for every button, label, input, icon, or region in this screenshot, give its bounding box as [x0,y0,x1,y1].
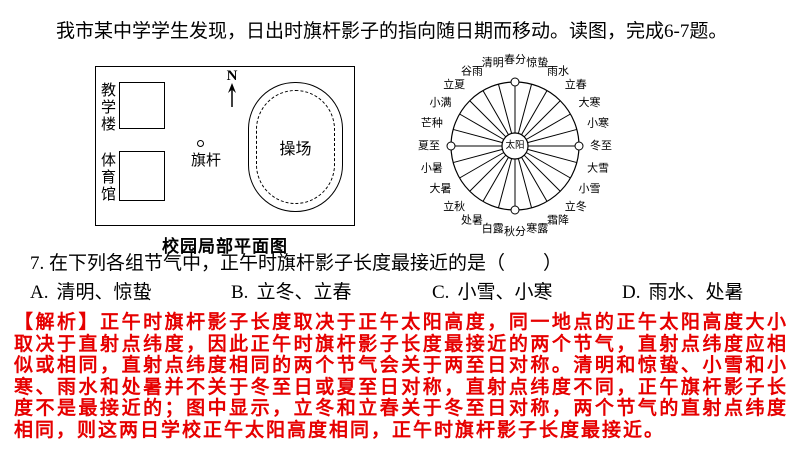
option-a-text: 清明、惊蛰 [56,282,152,303]
option-b-label: B. [231,282,249,303]
option-a-label: A. [30,282,49,303]
term-ray [459,113,504,140]
question-number: 7. [30,253,45,274]
term-label: 立秋 [443,199,465,213]
solar-wheel-svg: 春分惊蛰雨水立春大寒小寒冬至大雪小雪立冬霜降寒露秋分白露处暑立秋 大暑 小暑 夏至 芒种… [418,53,612,238]
term-label: 冬至 [590,138,612,152]
term-ray [527,148,577,164]
term-ray [469,100,507,138]
option-b-text: 立冬、立春 [256,282,352,303]
playground-label: 操场 [279,141,312,158]
sun-label: 太阳 [505,139,524,151]
term-label: 小寒 [587,116,609,130]
term-label: 清明 [482,56,504,69]
cardinal-marker [574,141,584,151]
option-b: B. 立冬、立春 [231,277,351,304]
option-d-text: 雨水、处暑 [648,282,744,303]
term-ray [517,84,533,134]
term-ray [527,128,577,144]
question-text: 在下列各组节气中，正午时旗杆影子长度最接近的是（ ） [49,253,563,274]
gym-label: 体育馆 [99,152,115,203]
term-label: 寒露 [526,221,548,235]
sun-circle [501,132,529,160]
term-ray [521,90,548,135]
term-label: 夏至 [418,139,440,152]
cardinal-marker [510,77,520,87]
term-ray [482,90,509,135]
term-ray [523,100,561,138]
term-ray [459,152,504,179]
teaching-building-label: 教学楼 [99,82,115,133]
north-indicator: N [223,69,241,112]
term-label: 谷雨 [461,65,483,78]
teaching-building-rect [119,82,165,129]
term-ray [453,128,503,144]
flagpole-label: 旗杆 [191,153,222,169]
plan-caption: 校园局部平面图 [162,237,288,256]
term-ray [526,152,571,179]
north-arrow-icon [228,83,236,107]
term-label: 立夏 [443,77,465,91]
analysis-tag: 【解析】 [14,312,101,333]
term-label: 白露 [482,221,504,235]
term-label: 芒种 [421,116,443,130]
campus-plan-diagram: 教学楼 体育馆 N 旗杆 操场 校园局部平面图 [95,66,357,257]
term-label: 霜降 [547,212,569,226]
playground-track [256,90,335,204]
term-label: 小雪 [578,182,600,195]
option-c: C. 小雪、小寒 [432,277,552,304]
cardinal-marker [446,141,456,151]
north-label: N [226,68,238,84]
term-label: 雨水 [547,65,569,78]
option-c-label: C. [432,282,450,303]
term-ray [517,158,533,208]
intro-text: 我市某中学学生发现，日出时旗杆影子的指向随日期而移动。读图，完成6-7题。 [56,21,728,42]
gym-rect [119,151,165,201]
term-label: 春分 [504,53,526,66]
term-ray [453,148,503,164]
playground-outline: 操场 [248,82,343,212]
term-label: 立春 [565,77,587,91]
flagpole-marker [197,140,204,147]
options-row: A. 清明、惊蛰 B. 立冬、立春 C. 小雪、小寒 D. 雨水、处暑 [0,277,800,304]
option-d-label: D. [622,282,641,303]
term-ray [523,154,561,192]
term-ray [521,157,548,202]
option-c-text: 小雪、小寒 [457,282,553,303]
term-label: 处暑 [461,213,483,226]
plan-border: 教学楼 体育馆 N 旗杆 操场 [95,66,355,226]
term-label: 大雪 [587,160,609,174]
option-a: A. 清明、惊蛰 [30,277,152,304]
option-d: D. 雨水、处暑 [622,277,744,304]
term-label: 大暑 [430,181,452,195]
term-ray [469,154,507,192]
term-ray [497,84,513,134]
term-label: 立冬 [565,199,587,213]
analysis-paragraph: 【解析】正午时旗杆影子长度取决于正午太阳高度，同一地点的正午太阳高度大小取决于直… [14,312,788,441]
term-label: 小暑 [421,161,443,174]
analysis-text: 正午时旗杆影子长度取决于正午太阳高度，同一地点的正午太阳高度大小取决于直射点纬度… [14,312,788,441]
term-label: 惊蛰 [526,55,548,69]
term-label: 大寒 [578,95,600,109]
term-ray [497,158,513,208]
term-ray [526,113,571,140]
term-label: 秋分 [504,224,526,238]
cardinal-marker [510,205,520,215]
question-7: 7. 在下列各组节气中，正午时旗杆影子长度最接近的是（ ） [30,248,562,275]
term-label: 小满 [430,96,452,109]
term-ray [482,157,509,202]
